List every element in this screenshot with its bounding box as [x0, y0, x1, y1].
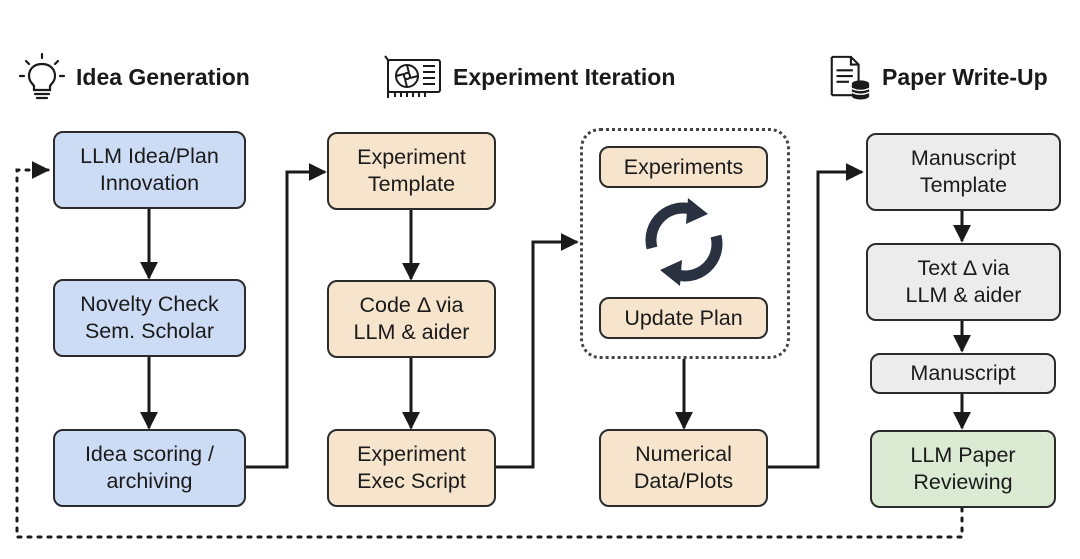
box-code-delta: Code Δ via LLM & aider [327, 280, 496, 358]
header-experiment-iteration-label: Experiment Iteration [453, 63, 676, 90]
box-numerical-data: Numerical Data/Plots [599, 429, 768, 507]
box-update-plan: Update Plan [599, 297, 768, 339]
lightbulb-icon [18, 52, 66, 100]
header-idea-generation: Idea Generation [18, 52, 250, 102]
box-experiments: Experiments [599, 146, 768, 188]
box-idea-scoring: Idea scoring / archiving [53, 429, 246, 507]
box-text-delta: Text Δ via LLM & aider [866, 243, 1061, 321]
box-novelty-check: Novelty Check Sem. Scholar [53, 279, 246, 357]
gpu-card-icon [384, 55, 441, 98]
header-paper-write-up-label: Paper Write-Up [882, 63, 1048, 90]
arrow-scoring-to-template [245, 163, 327, 469]
feedback-loop-line [15, 161, 964, 539]
arrow-numerical-to-manuscript-template [768, 163, 864, 469]
box-manuscript: Manuscript [870, 353, 1056, 394]
header-experiment-iteration: Experiment Iteration [383, 52, 675, 102]
iteration-loop-frame [580, 128, 790, 359]
box-experiment-template: Experiment Template [327, 132, 496, 210]
document-database-icon [830, 55, 870, 100]
arrow-exec-to-loop [495, 233, 579, 469]
header-idea-generation-label: Idea Generation [76, 63, 250, 90]
box-experiment-exec-script: Experiment Exec Script [327, 429, 496, 507]
refresh-cycle-icon [645, 198, 723, 286]
box-llm-idea-plan: LLM Idea/Plan Innovation [53, 131, 246, 209]
box-manuscript-template: Manuscript Template [866, 133, 1061, 211]
header-paper-write-up: Paper Write-Up [826, 52, 1048, 102]
box-llm-paper-reviewing: LLM Paper Reviewing [870, 430, 1056, 508]
